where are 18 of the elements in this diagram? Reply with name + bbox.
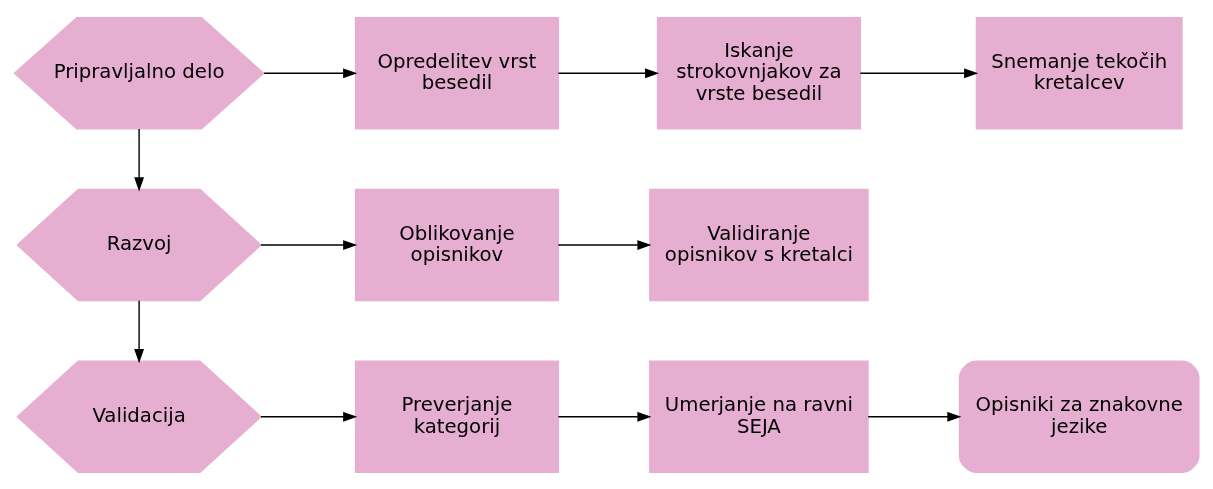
node-box: Oblikovanje opisnikov [354, 188, 559, 301]
arrow [134, 127, 145, 191]
node-box: Opisniki za znakovne jezike [958, 359, 1200, 473]
arrow [557, 411, 652, 422]
node-box: Validiranje opisnikov s kretalci [649, 188, 869, 301]
node-box: Umerjanje na ravni SEJA [649, 359, 869, 473]
node-box: Iskanje strokovnjakov za vrste besedil [656, 16, 861, 130]
arrow [557, 67, 660, 78]
arrow [867, 411, 962, 422]
arrow [260, 239, 358, 250]
arrow [134, 299, 145, 363]
node-box: Snemanje tekočih kretalcev [975, 16, 1183, 130]
node-box: Preverjanje kategorij [354, 359, 559, 473]
arrow [263, 67, 358, 78]
arrow [557, 239, 652, 250]
node-box: Opredelitev vrst besedil [354, 16, 559, 130]
arrow [260, 411, 358, 422]
arrow [859, 67, 979, 78]
